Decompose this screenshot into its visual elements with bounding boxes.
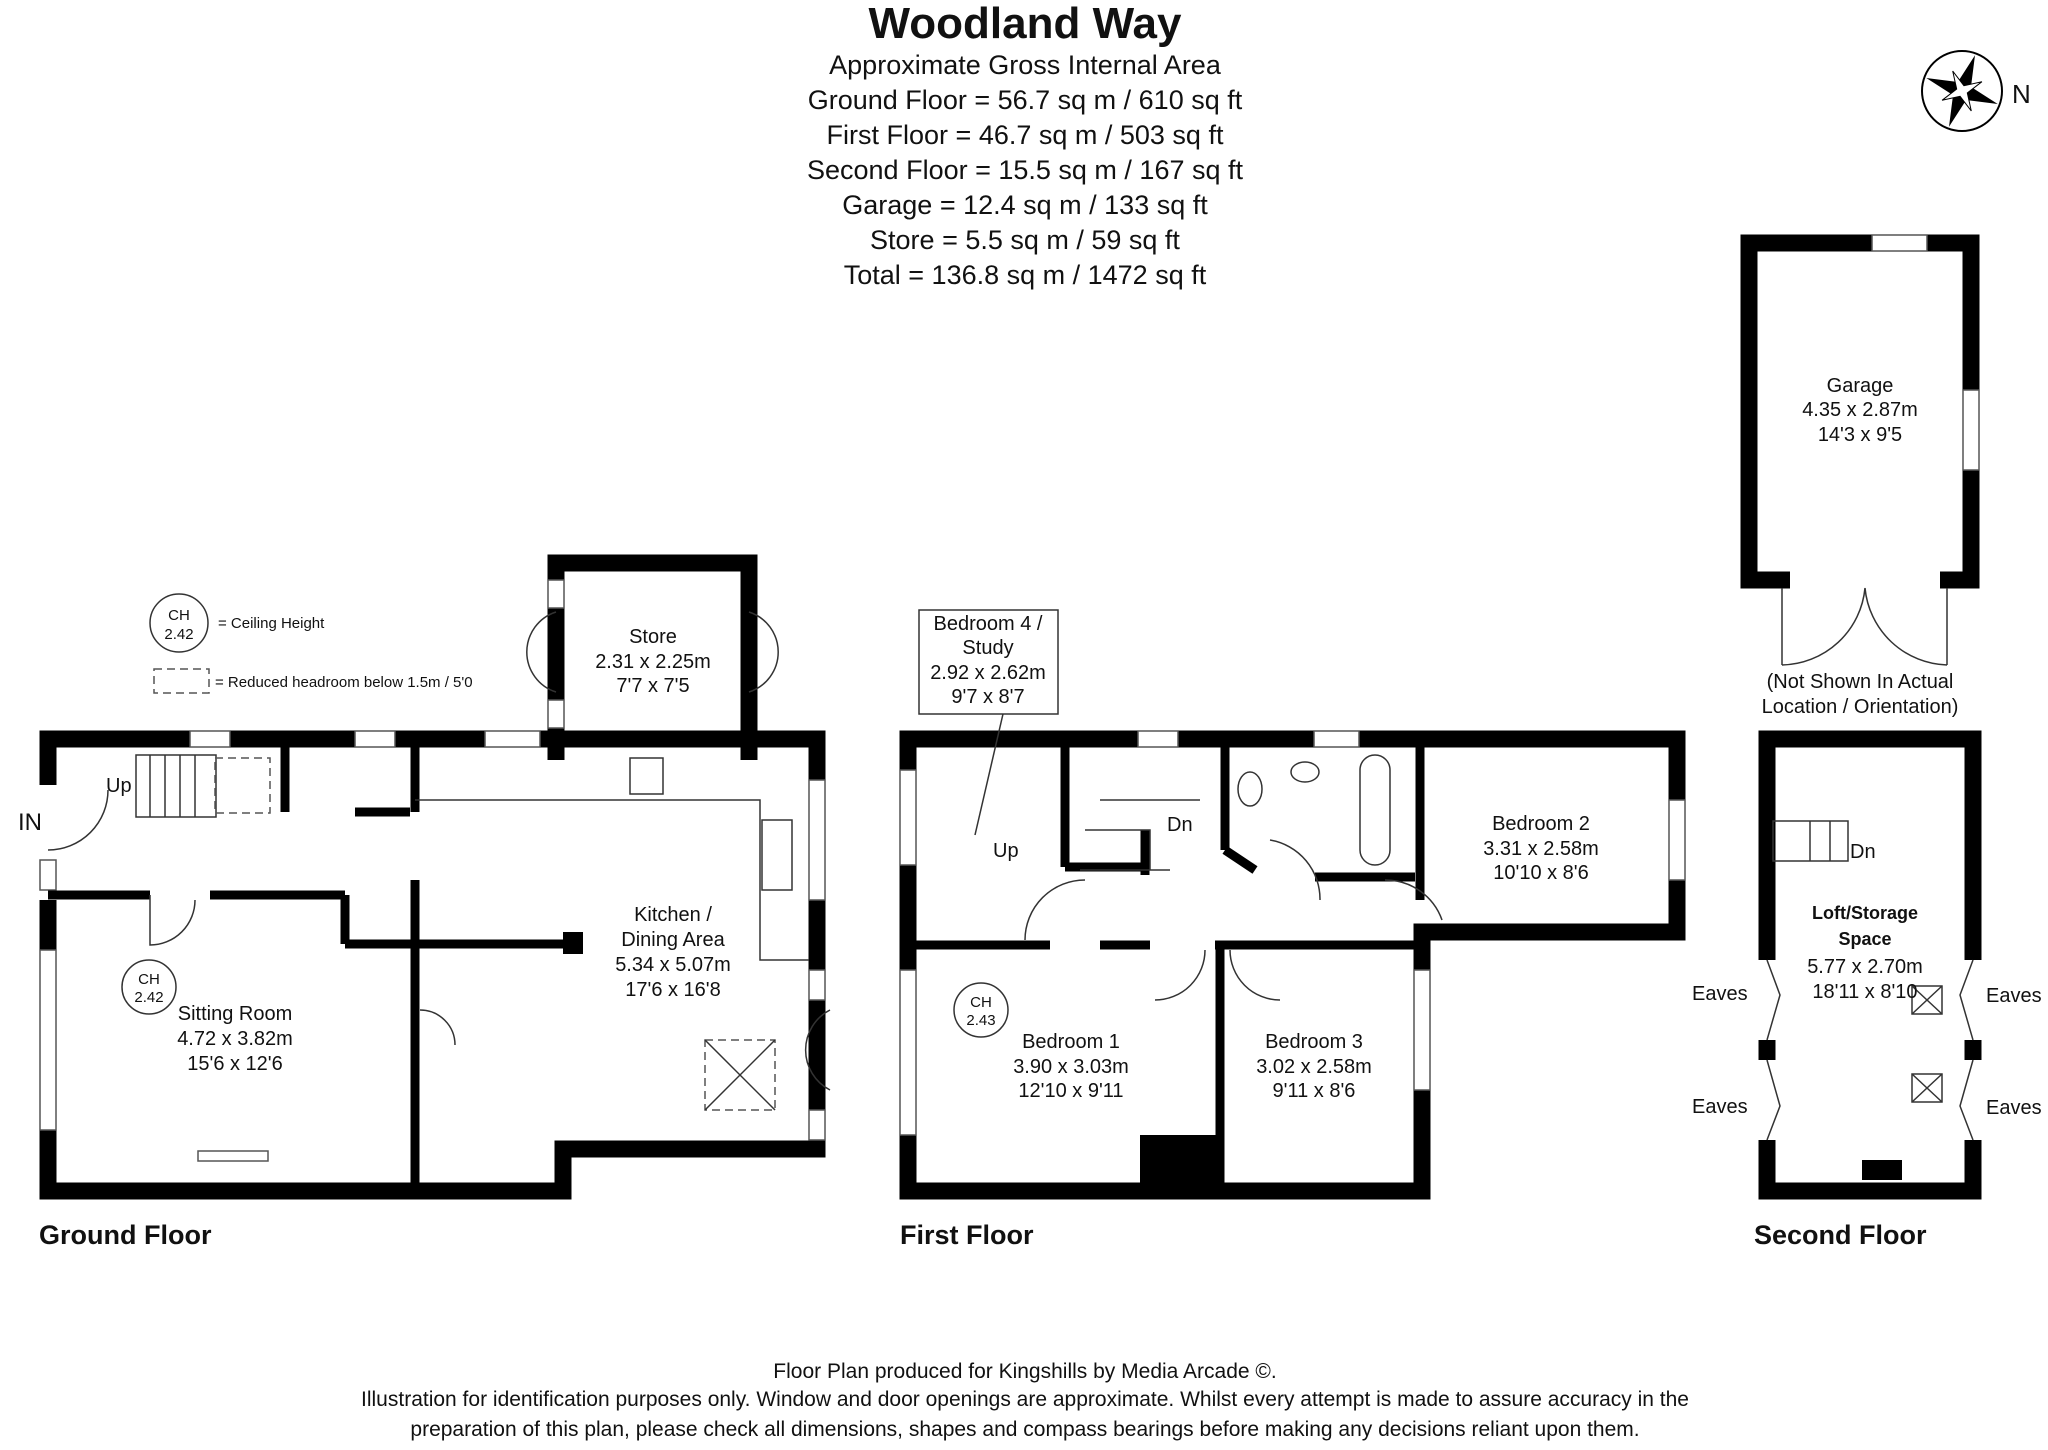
area-heading: Approximate Gross Internal Area bbox=[829, 50, 1222, 80]
second-floor-plan: Dn Loft/Storage Space 5.77 x 2.70m 18'11… bbox=[1692, 730, 2042, 1250]
compass-north-label: N bbox=[2012, 79, 2031, 109]
area-ground: Ground Floor = 56.7 sq m / 610 sq ft bbox=[808, 85, 1243, 115]
garage-note-line2: Location / Orientation) bbox=[1762, 696, 1959, 718]
room-imperial: 7'7 x 7'5 bbox=[616, 675, 689, 697]
room-imperial: 15'6 x 12'6 bbox=[187, 1053, 283, 1075]
legend-ceiling-height: = Ceiling Height bbox=[218, 615, 325, 632]
room-metric: 3.90 x 3.03m bbox=[1013, 1056, 1129, 1078]
ground-floor-plan: IN Up Store 2.31 x 2.25m 7'7 x 7'5 Kitch… bbox=[18, 554, 831, 1250]
header: Woodland Way Approximate Gross Internal … bbox=[807, 0, 1243, 290]
plan-title: Woodland Way bbox=[869, 0, 1182, 48]
area-total: Total = 136.8 sq m / 1472 sq ft bbox=[844, 260, 1207, 290]
second-stairs-down-label: Dn bbox=[1850, 841, 1876, 863]
room-name: Bedroom 2 bbox=[1492, 813, 1590, 835]
room-name: Sitting Room bbox=[178, 1003, 293, 1025]
garage-note-line1: (Not Shown In Actual bbox=[1767, 671, 1954, 693]
room-name-2: Dining Area bbox=[621, 929, 725, 951]
entrance-label: IN bbox=[18, 809, 42, 836]
room-bedroom-1: CH 2.43 Bedroom 1 3.90 x 3.03m 12'10 x 9… bbox=[953, 982, 1129, 1102]
area-first: First Floor = 46.7 sq m / 503 sq ft bbox=[827, 120, 1224, 150]
store-walls bbox=[547, 554, 758, 760]
compass-icon: N bbox=[1921, 50, 2031, 132]
footer-line: Floor Plan produced for Kingshills by Me… bbox=[773, 1360, 1276, 1383]
garage-imperial: 14'3 x 9'5 bbox=[1818, 424, 1902, 446]
room-name: Bedroom 3 bbox=[1265, 1031, 1363, 1053]
second-floor-label: Second Floor bbox=[1754, 1220, 1927, 1250]
legend-ch-label: CH bbox=[168, 607, 190, 624]
room-name-2: Space bbox=[1838, 929, 1891, 949]
room-name: Loft/Storage bbox=[1812, 903, 1918, 923]
first-stairs-down-label: Dn bbox=[1167, 814, 1193, 836]
ch-value: 2.42 bbox=[134, 989, 163, 1006]
eaves-label: Eaves bbox=[1986, 1097, 2042, 1119]
room-imperial: 9'11 x 8'6 bbox=[1273, 1080, 1356, 1102]
room-imperial: 10'10 x 8'6 bbox=[1493, 862, 1589, 884]
second-outer-walls bbox=[1758, 730, 1982, 1200]
room-metric: 5.77 x 2.70m bbox=[1807, 956, 1923, 978]
area-garage: Garage = 12.4 sq m / 133 sq ft bbox=[842, 190, 1208, 220]
legend-ch-value: 2.42 bbox=[164, 626, 193, 643]
room-metric: 3.02 x 2.58m bbox=[1256, 1056, 1372, 1078]
eaves-label: Eaves bbox=[1986, 985, 2042, 1007]
area-second: Second Floor = 15.5 sq m / 167 sq ft bbox=[807, 155, 1243, 185]
ground-stairs-up-label: Up bbox=[106, 775, 132, 797]
eaves-label: Eaves bbox=[1692, 983, 1748, 1005]
room-metric: 4.72 x 3.82m bbox=[177, 1028, 293, 1050]
ground-outer-walls bbox=[39, 730, 826, 1200]
ch-value: 2.43 bbox=[966, 1012, 995, 1029]
first-floor-label: First Floor bbox=[900, 1220, 1034, 1250]
footer-line: preparation of this plan, please check a… bbox=[410, 1418, 1639, 1441]
garage-plan: Garage 4.35 x 2.87m 14'3 x 9'5 (Not Show… bbox=[1740, 234, 1980, 718]
room-name: Store bbox=[629, 626, 677, 648]
ch-label: CH bbox=[138, 971, 160, 988]
room-metric: 5.34 x 5.07m bbox=[615, 954, 731, 976]
room-kitchen-dining: Kitchen / Dining Area 5.34 x 5.07m 17'6 … bbox=[615, 904, 731, 1001]
room-imperial: 9'7 x 8'7 bbox=[951, 686, 1024, 708]
room-name-2: Study bbox=[962, 637, 1013, 659]
footer-disclaimer: Floor Plan produced for Kingshills by Me… bbox=[361, 1360, 1689, 1441]
garage-metric: 4.35 x 2.87m bbox=[1802, 399, 1918, 421]
room-loft-storage: Loft/Storage Space 5.77 x 2.70m 18'11 x … bbox=[1807, 903, 1923, 1003]
room-sitting-room: CH 2.42 Sitting Room 4.72 x 3.82m 15'6 x… bbox=[121, 959, 293, 1075]
room-metric: 2.31 x 2.25m bbox=[595, 651, 711, 673]
ch-label: CH bbox=[970, 994, 992, 1011]
room-name: Kitchen / bbox=[634, 904, 712, 926]
room-metric: 3.31 x 2.58m bbox=[1483, 838, 1599, 860]
first-stairs-up-label: Up bbox=[993, 840, 1019, 862]
area-store: Store = 5.5 sq m / 59 sq ft bbox=[870, 225, 1180, 255]
legend: CH 2.42 = Ceiling Height = Reduced headr… bbox=[149, 593, 473, 694]
room-name: Bedroom 4 / bbox=[934, 613, 1043, 635]
legend-reduced-headroom: = Reduced headroom below 1.5m / 5'0 bbox=[215, 674, 473, 691]
garage-name: Garage bbox=[1827, 375, 1894, 397]
first-floor-plan: Bedroom 4 / Study 2.92 x 2.62m 9'7 x 8'7… bbox=[899, 609, 1686, 1250]
room-bedroom-2: Bedroom 2 3.31 x 2.58m 10'10 x 8'6 bbox=[1483, 813, 1599, 884]
room-metric: 2.92 x 2.62m bbox=[930, 662, 1046, 684]
room-store: Store 2.31 x 2.25m 7'7 x 7'5 bbox=[595, 626, 711, 697]
first-outer-walls bbox=[899, 730, 1686, 1200]
ground-floor-label: Ground Floor bbox=[39, 1220, 212, 1250]
footer-line: Illustration for identification purposes… bbox=[361, 1388, 1689, 1411]
room-imperial: 12'10 x 9'11 bbox=[1018, 1080, 1123, 1102]
room-bedroom-3: Bedroom 3 3.02 x 2.58m 9'11 x 8'6 bbox=[1256, 1031, 1372, 1102]
room-imperial: 18'11 x 8'10 bbox=[1812, 981, 1917, 1003]
room-bedroom-4-study: Bedroom 4 / Study 2.92 x 2.62m 9'7 x 8'7 bbox=[930, 613, 1046, 708]
room-imperial: 17'6 x 16'8 bbox=[625, 979, 721, 1001]
bedroom4-label-box bbox=[918, 609, 1059, 715]
room-name: Bedroom 1 bbox=[1022, 1031, 1120, 1053]
garage-walls bbox=[1740, 234, 1980, 589]
eaves-label: Eaves bbox=[1692, 1096, 1748, 1118]
